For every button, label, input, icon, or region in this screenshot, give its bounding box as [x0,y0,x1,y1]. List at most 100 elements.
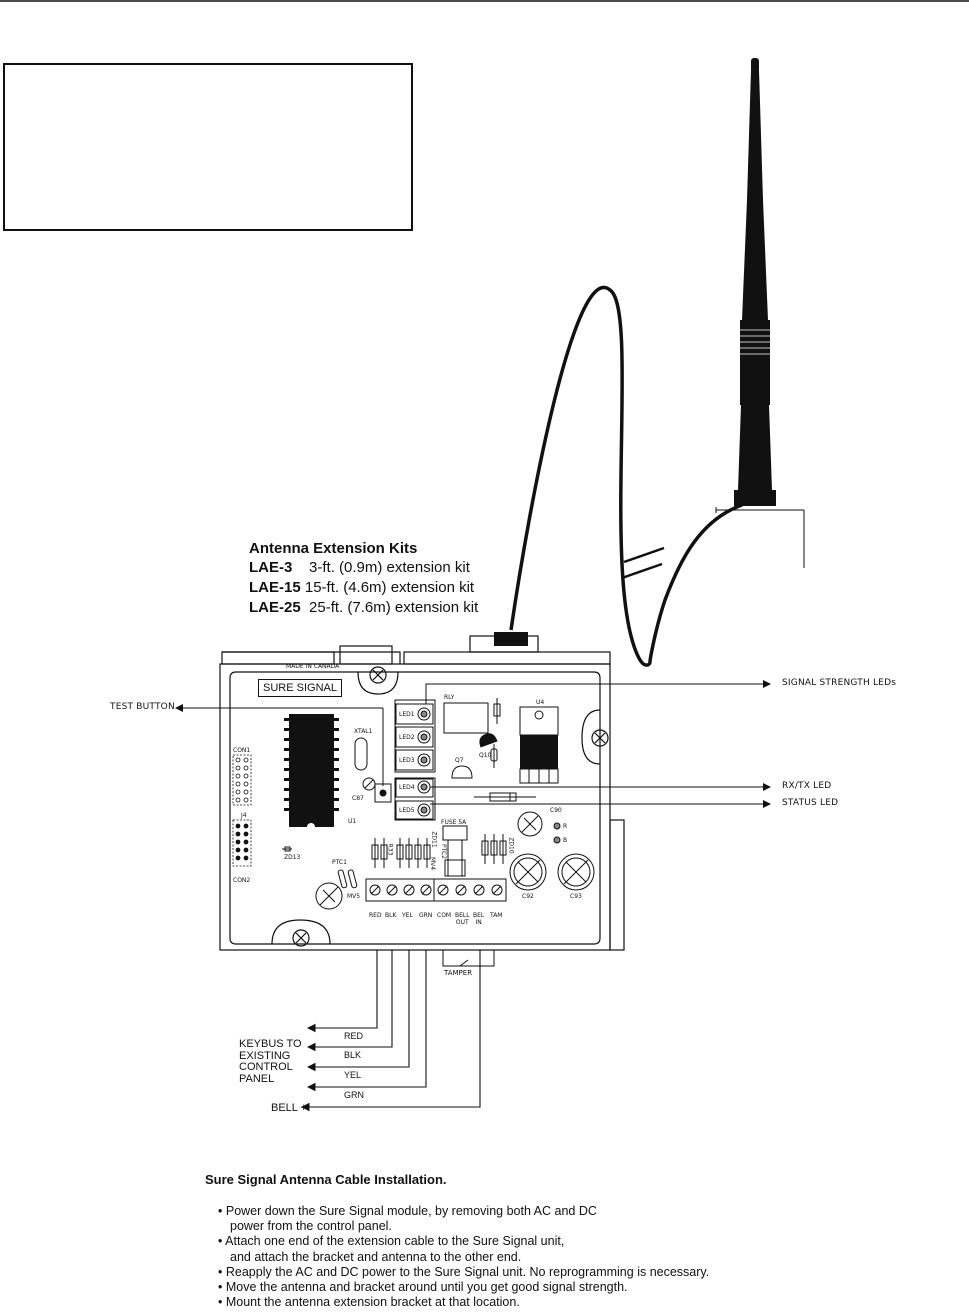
regulator-u4 [519,706,559,784]
wire-label-blk: BLK [344,1050,362,1060]
capacitor-c90 [517,811,543,837]
diode-rly [493,698,501,724]
transistor-q10 [479,733,498,748]
terminal-block-left [365,878,435,902]
terminal-label-bell-out: BELL OUT [455,912,470,926]
c87-label: C87 [352,795,364,802]
tamper-switch [442,950,495,967]
crystal-xtal1 [354,737,368,771]
diode-zd13 [282,846,292,852]
diode-horizontal [474,792,536,802]
con1-label: CON1 [233,747,251,754]
signal-strength-leader [425,680,771,704]
terminal-label-red: RED [369,912,382,919]
wire-label-yel: YEL [344,1070,362,1080]
signal-strength-label: SIGNAL STRENGTH LEDs [782,678,897,688]
c90-label: C90 [550,807,562,814]
con2-label: CON2 [233,877,251,884]
antenna [734,58,776,506]
fuse-5a [442,825,468,877]
install-step: Mount the antenna extension bracket at t… [218,1295,938,1310]
led5-label: LED5 [399,807,415,814]
antenna-bracket [715,507,805,568]
r33-label: R33 [386,843,394,856]
led2-label: LED2 [399,734,415,741]
capacitor-c87 [362,777,376,791]
ptc1-label: PTC1 [332,859,347,866]
led-r-b [553,822,561,844]
c93-label: C93 [570,893,582,900]
resistor-bank [371,834,507,868]
made-in-label: MADE IN CANADA [286,663,340,670]
xtal-label: XTAL1 [354,728,373,735]
ptc2-label: PTC2 [439,844,447,859]
kits-title: Antenna Extension Kits [249,540,418,557]
sure-signal-label: SURE SIGNAL [258,679,342,697]
cable-break-mark [621,546,665,580]
fuse-label: FUSE 5A [441,819,467,826]
resistor-q10 [490,744,498,768]
note-box [3,63,413,231]
capacitor-c93 [557,853,595,891]
capacitor-c92 [509,853,547,891]
wire-label-grn: GRN [344,1090,364,1100]
keybus-label: KEYBUS TO EXISTING CONTROL PANEL [239,1038,302,1085]
install-title: Sure Signal Antenna Cable Installation. [205,1172,447,1187]
zd10-label: ZD10 [507,837,515,854]
keybus-wires [300,950,481,1112]
led3-label: LED3 [399,757,415,764]
install-step: Power down the Sure Signal module, by re… [218,1204,938,1234]
terminal-block-right [433,878,507,902]
terminal-label-grn: GRN [419,912,433,919]
kit-desc: 3-ft. (0.9m) extension kit [309,559,470,576]
ptc1 [337,869,358,889]
transistor-q7 [451,765,473,779]
cable-connector [494,632,528,646]
kit-model: LAE-25 [249,599,301,616]
r-label: R [563,823,568,830]
extension-cable [509,285,743,667]
mv4-label: MV4 [429,856,437,871]
ic-u1 [284,714,339,831]
q7-label: Q7 [455,757,464,764]
u1-label: U1 [348,818,357,825]
header-con1 [232,754,252,806]
test-button-label: TEST BUTTON [110,702,175,712]
c92-label: C92 [522,893,534,900]
kit-row: LAE-25 25-ft. (7.6m) extension kit [249,599,478,616]
varistor-mv5 [315,882,343,910]
led4-label: LED4 [399,784,415,791]
tamper-label: TAMPER [444,969,473,977]
kit-model: LAE-15 [249,579,301,596]
led1-label: LED1 [399,711,415,718]
module-enclosure [219,635,625,951]
relay-rly [443,702,489,734]
install-step: Attach one end of the extension cable to… [218,1234,938,1264]
wire-label-red: RED [344,1031,364,1041]
rx-tx-label: RX/TX LED [782,781,832,791]
kit-desc: 25-ft. (7.6m) extension kit [309,599,479,616]
kit-row: LAE-3 3-ft. (0.9m) extension kit [249,559,470,576]
zd11-label: ZD11 [430,831,438,848]
terminal-label-bel-in: BEL IN [473,912,485,926]
install-step: Move the antenna and bracket around unti… [218,1280,938,1295]
kit-model: LAE-3 [249,559,293,576]
kit-desc: 15-ft. (4.6m) extension kit [304,579,475,596]
mv5-label: MV5 [347,893,361,900]
status-led-label: STATUS LED [782,798,839,808]
terminal-label-com: COM [437,912,452,919]
test-button[interactable] [374,783,392,803]
led-panel [394,699,436,821]
u4-label: U4 [536,699,545,706]
terminal-label-yel: YEL [402,912,413,919]
install-step: Reapply the AC and DC power to the Sure … [218,1265,938,1280]
j4-label: J4 [241,812,247,819]
b-label: B [563,837,568,844]
header-j4 [232,819,252,867]
q10-label: Q10 [479,752,492,759]
kit-row: LAE-15 15-ft. (4.6m) extension kit [249,579,474,596]
rly-label: RLY [444,694,455,701]
install-steps: Power down the Sure Signal module, by re… [218,1204,938,1310]
zd13-label: ZD13 [284,854,301,861]
